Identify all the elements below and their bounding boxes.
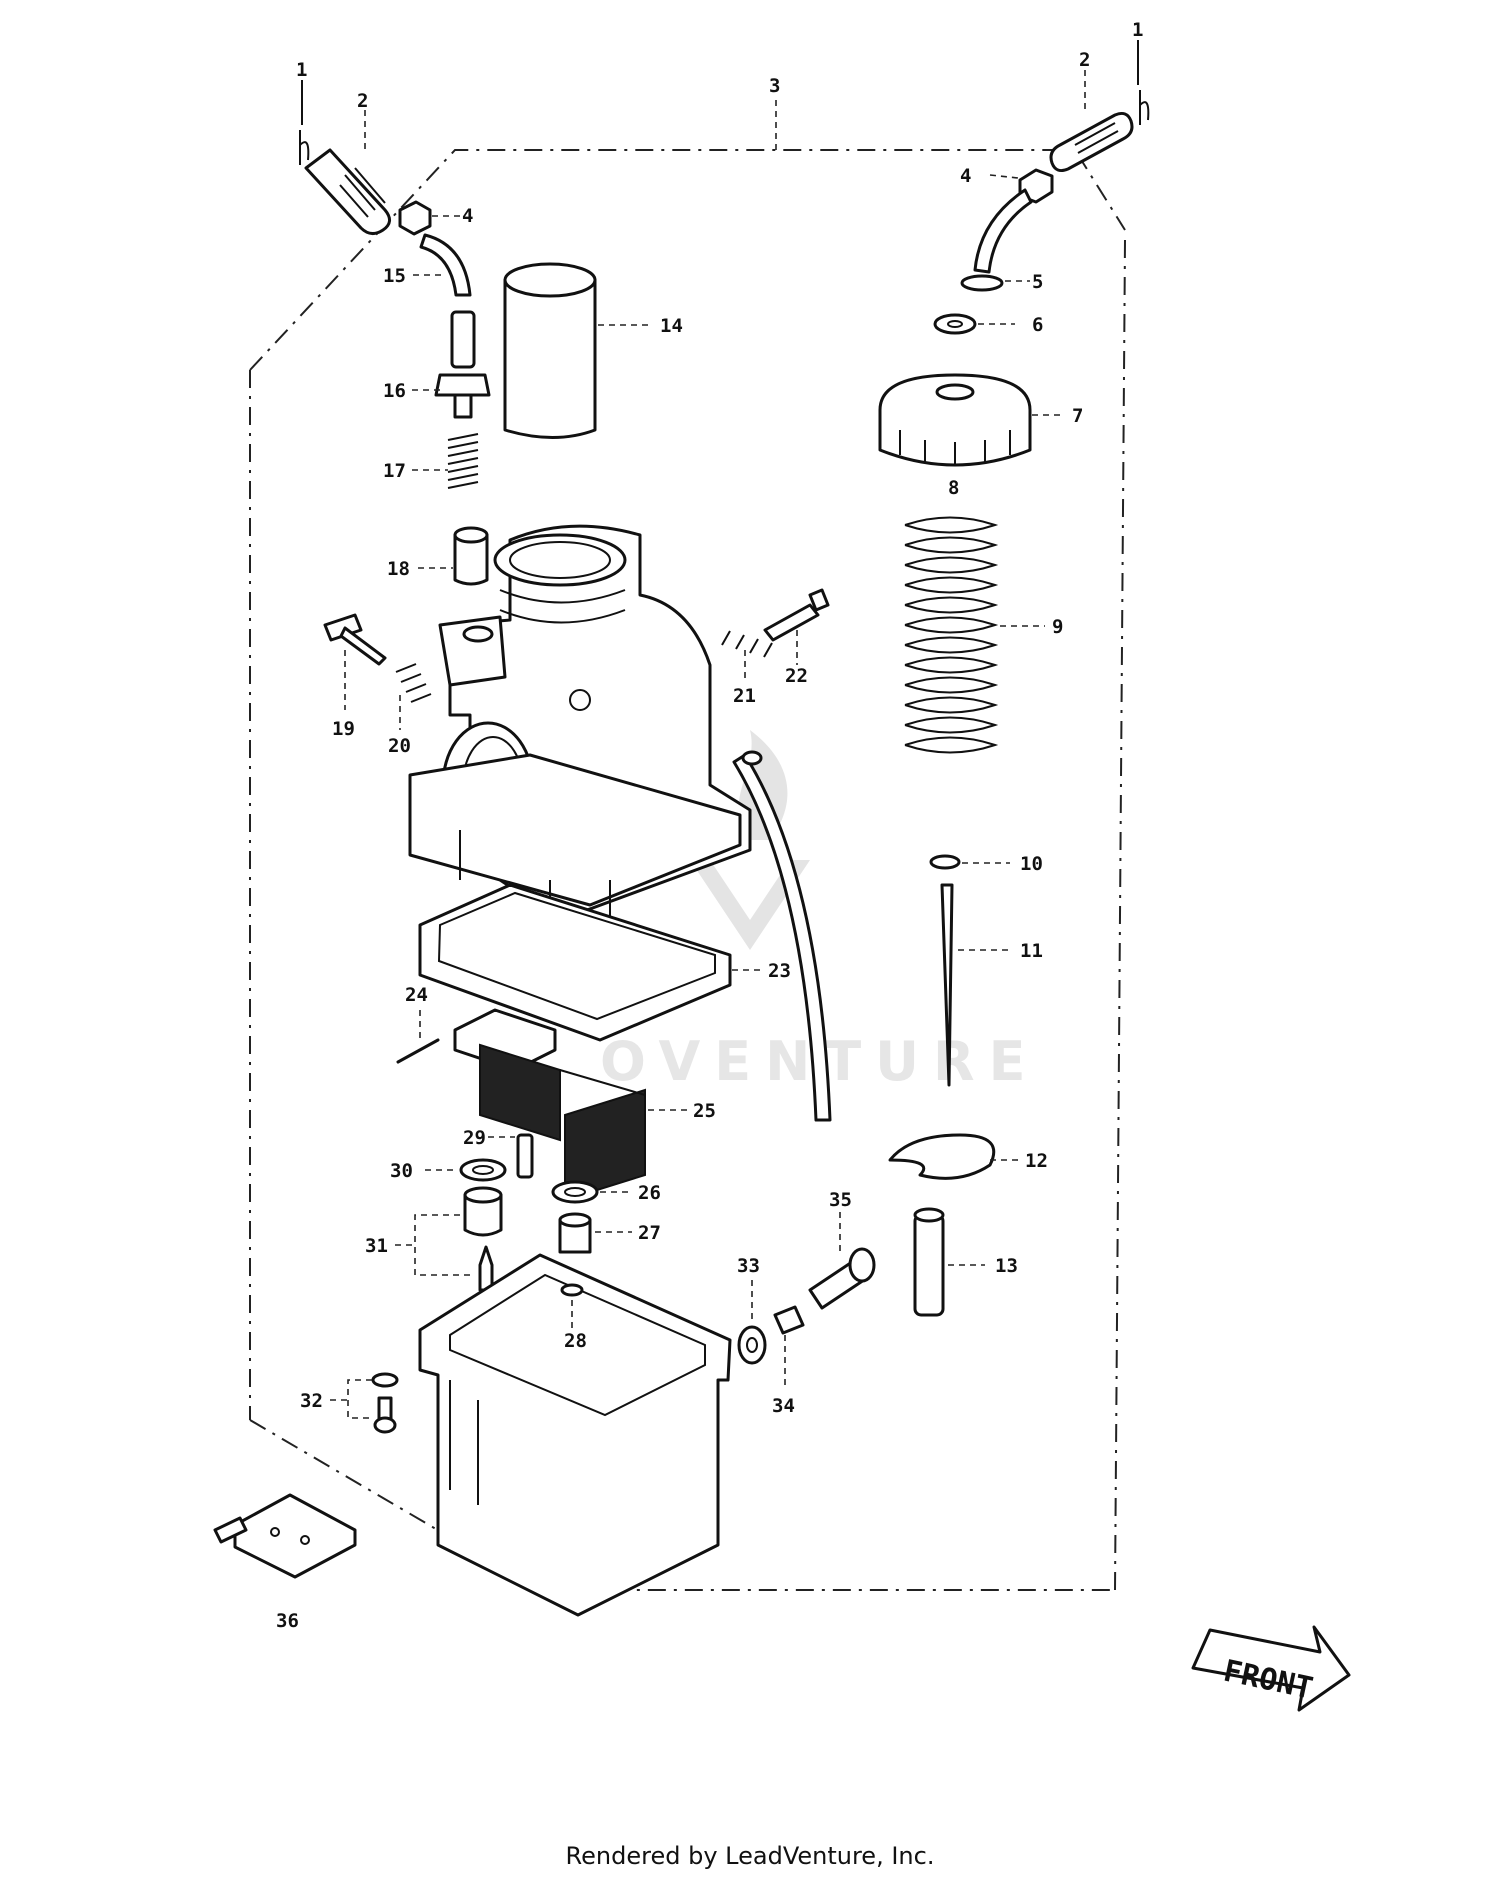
part-throttle-slide bbox=[503, 262, 648, 439]
part-float bbox=[453, 1008, 688, 1202]
part-pilot-screw bbox=[808, 1212, 876, 1310]
callout-33: 33 bbox=[737, 1255, 760, 1277]
callout-1-right: 1 bbox=[1132, 19, 1143, 41]
front-direction-arrow: FRONT bbox=[1191, 1625, 1351, 1712]
part-drain-plug bbox=[773, 1305, 805, 1385]
part-float-valve bbox=[488, 1133, 534, 1179]
callout-12: 12 bbox=[1025, 1150, 1048, 1172]
part-clip-left bbox=[299, 80, 310, 165]
callout-22: 22 bbox=[785, 665, 808, 687]
callout-32: 32 bbox=[300, 1390, 323, 1412]
callout-2-left: 2 bbox=[357, 90, 368, 112]
part-air-screw bbox=[323, 613, 387, 710]
callout-1-left: 1 bbox=[296, 59, 307, 81]
part-washer-30 bbox=[425, 1158, 507, 1182]
callout-8: 8 bbox=[948, 477, 959, 499]
callout-16: 16 bbox=[383, 380, 406, 402]
callout-26: 26 bbox=[638, 1182, 661, 1204]
callout-21: 21 bbox=[733, 685, 756, 707]
callout-9: 9 bbox=[1052, 616, 1063, 638]
callout-35: 35 bbox=[829, 1189, 852, 1211]
callout-30: 30 bbox=[390, 1160, 413, 1182]
callout-23: 23 bbox=[768, 960, 791, 982]
callout-4-left: 4 bbox=[462, 205, 473, 227]
part-jet-needle bbox=[940, 883, 1010, 1087]
part-needle-jet bbox=[913, 1207, 985, 1317]
callout-2-right: 2 bbox=[1079, 49, 1090, 71]
callout-7: 7 bbox=[1072, 405, 1083, 427]
part-needle-clip bbox=[929, 854, 1010, 870]
callout-20: 20 bbox=[388, 735, 411, 757]
part-float-bowl bbox=[418, 1253, 732, 1617]
callout-34: 34 bbox=[772, 1395, 795, 1417]
callout-25: 25 bbox=[693, 1100, 716, 1122]
part-air-screw-spring bbox=[395, 663, 432, 730]
callout-14: 14 bbox=[660, 315, 683, 337]
part-cable-elbow bbox=[413, 233, 472, 297]
part-sleeve-right bbox=[1049, 70, 1134, 172]
callout-3: 3 bbox=[769, 75, 780, 97]
callout-labels: 1 1 2 2 3 4 4 5 6 7 8 9 10 11 12 13 14 1… bbox=[276, 19, 1143, 1632]
part-needle-plate bbox=[888, 1133, 1020, 1180]
part-cable-elbow-right bbox=[960, 188, 1033, 292]
part-plunger-cap bbox=[418, 526, 489, 586]
part-nut-left bbox=[398, 200, 460, 236]
part-plate-36 bbox=[213, 1493, 357, 1579]
callout-29: 29 bbox=[463, 1127, 486, 1149]
callout-24: 24 bbox=[405, 984, 428, 1006]
part-valve-seat bbox=[395, 1186, 503, 1292]
part-carburetor-body bbox=[408, 524, 752, 941]
callout-10: 10 bbox=[1020, 853, 1043, 875]
callout-28: 28 bbox=[564, 1330, 587, 1352]
part-top-cap bbox=[878, 373, 1060, 467]
part-throttle-stop-spring bbox=[721, 630, 773, 680]
part-float-pin bbox=[396, 1010, 440, 1064]
part-washer-6 bbox=[933, 313, 1015, 335]
callout-17: 17 bbox=[383, 460, 406, 482]
part-clip-right bbox=[1137, 40, 1150, 125]
part-sleeve-left bbox=[304, 110, 391, 235]
part-throttle-spring bbox=[904, 516, 1045, 754]
callout-13: 13 bbox=[995, 1255, 1018, 1277]
render-credit: Rendered by LeadVenture, Inc. bbox=[565, 1842, 935, 1870]
part-overflow-tube bbox=[732, 750, 832, 1122]
part-starter-plunger bbox=[412, 310, 491, 419]
part-float-bowl-gasket bbox=[418, 883, 765, 1042]
callout-4-right: 4 bbox=[960, 165, 971, 187]
callout-18: 18 bbox=[387, 558, 410, 580]
callout-15: 15 bbox=[383, 265, 406, 287]
part-plunger-spring bbox=[412, 433, 479, 489]
callout-31: 31 bbox=[365, 1235, 388, 1257]
callout-19: 19 bbox=[332, 718, 355, 740]
callout-5: 5 bbox=[1032, 271, 1043, 293]
part-washer-33 bbox=[737, 1280, 767, 1365]
part-throttle-stop-screw bbox=[763, 588, 830, 665]
part-washer-26 bbox=[551, 1180, 632, 1204]
callout-6: 6 bbox=[1032, 314, 1043, 336]
part-main-jet bbox=[558, 1212, 632, 1254]
part-bowl-screw bbox=[330, 1372, 399, 1434]
callout-27: 27 bbox=[638, 1222, 661, 1244]
callout-36: 36 bbox=[276, 1610, 299, 1632]
callout-11: 11 bbox=[1020, 940, 1043, 962]
